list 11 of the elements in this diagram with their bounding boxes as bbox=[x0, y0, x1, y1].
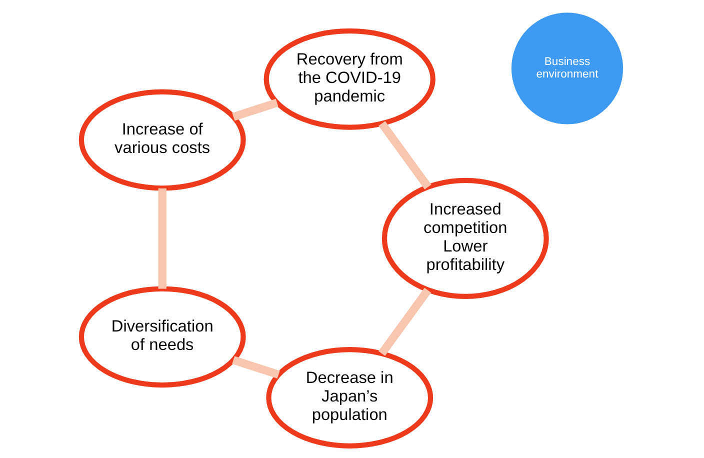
node-ellipse: Increased competition Lower profitability bbox=[382, 177, 549, 299]
connector bbox=[158, 188, 166, 288]
node-ellipse: Decrease in Japan’s population bbox=[266, 346, 434, 448]
node-circle: Business environment bbox=[511, 12, 624, 124]
connector bbox=[378, 287, 432, 356]
connector bbox=[378, 120, 432, 189]
connector bbox=[232, 98, 278, 120]
node-ellipse: Diversification of needs bbox=[78, 286, 246, 388]
node-ellipse: Recovery from the COVID-19 pandemic bbox=[264, 28, 436, 130]
connector bbox=[232, 356, 280, 378]
node-ellipse: Increase of various costs bbox=[78, 88, 246, 190]
